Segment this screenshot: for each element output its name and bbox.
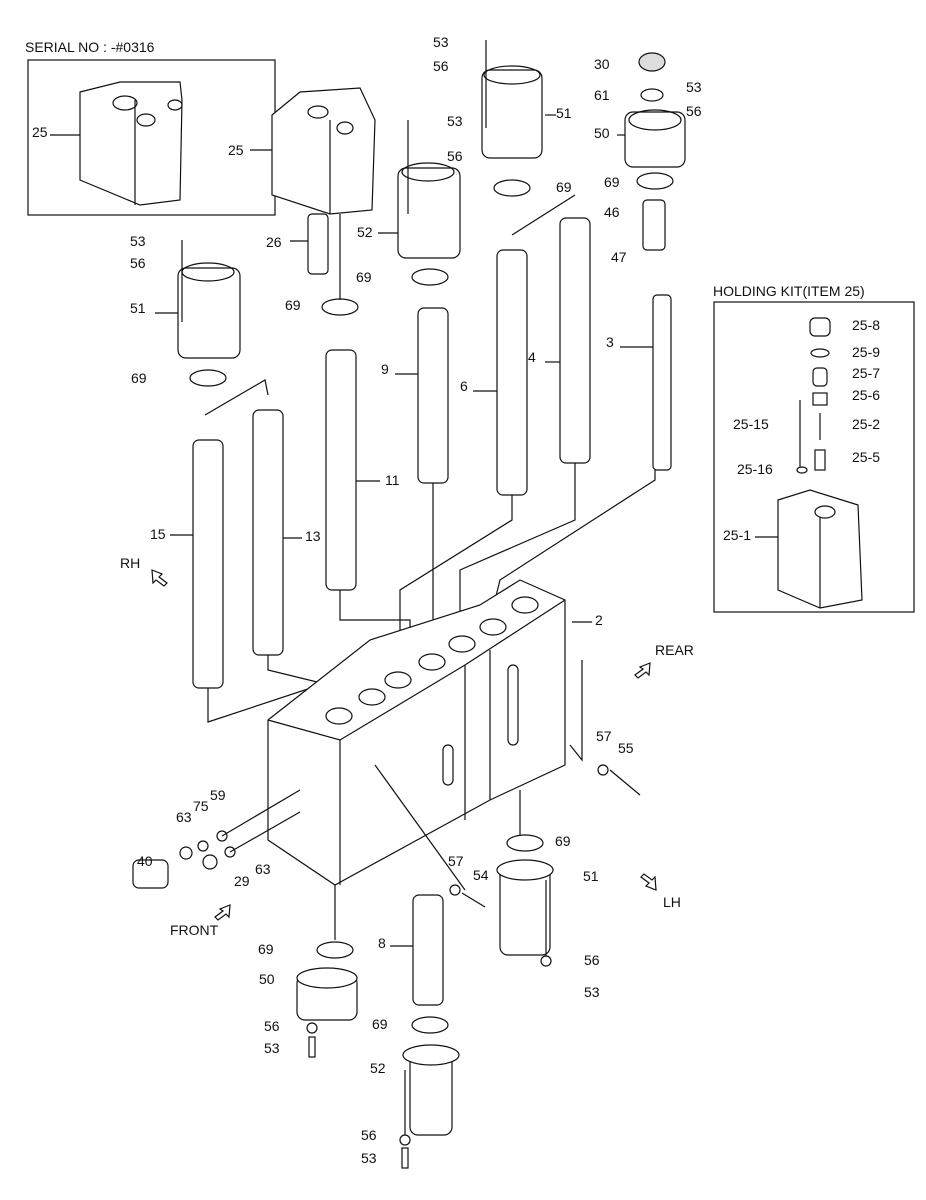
- part-callout: 53: [686, 79, 702, 95]
- part-callout: 51: [556, 105, 572, 121]
- part-callout: 56: [130, 255, 146, 271]
- part-callout: 4: [528, 349, 536, 365]
- part-callout: 53: [130, 233, 146, 249]
- part-callout: 56: [433, 58, 449, 74]
- part-callout: 40: [137, 853, 153, 869]
- part-callout: 53: [361, 1150, 377, 1166]
- part-callout: 69: [356, 269, 372, 285]
- part-callout: 25: [32, 124, 48, 140]
- valve-block-2: [267, 579, 592, 886]
- part-callout: 54: [473, 867, 489, 883]
- part-callout: 57: [448, 853, 464, 869]
- part-callout: 25-6: [852, 387, 881, 403]
- arrow-front-icon: [214, 904, 231, 921]
- inset-holding-valve: [50, 81, 183, 206]
- part-callout: 56: [447, 148, 463, 164]
- fasteners: [132, 660, 641, 908]
- direction-front: FRONT: [170, 922, 219, 938]
- spools: [192, 199, 672, 1006]
- part-callout: 25-5: [852, 449, 881, 465]
- part-callout: 25-16: [737, 461, 773, 477]
- part-callout: 50: [594, 125, 610, 141]
- part-callout: 3: [606, 334, 614, 350]
- part-callout: 56: [686, 103, 702, 119]
- part-callout: 69: [556, 179, 572, 195]
- part-callout: 53: [264, 1040, 280, 1056]
- part-callout: 6: [460, 378, 468, 394]
- part-callout: 51: [583, 868, 599, 884]
- arrow-rear-icon: [634, 662, 651, 679]
- part-callout: 75: [193, 798, 209, 814]
- part-callout: 69: [555, 833, 571, 849]
- part-callout: 53: [447, 113, 463, 129]
- part-callout: 25-8: [852, 317, 881, 333]
- part-callout: 69: [285, 297, 301, 313]
- part-callout: 53: [584, 984, 600, 1000]
- cover-52-mid: [378, 120, 461, 259]
- part-callout: 69: [258, 941, 274, 957]
- part-callout: 13: [305, 528, 321, 544]
- direction-arrows: [151, 569, 657, 921]
- part-callout: 11: [385, 472, 400, 488]
- part-callout: 63: [176, 809, 192, 825]
- cover-50-top: [617, 52, 686, 168]
- o-rings: [189, 172, 674, 1034]
- part-callout: 57: [596, 728, 612, 744]
- part-callout: 55: [618, 740, 634, 756]
- holding-kit-parts: [755, 317, 863, 609]
- part-callout: 69: [131, 370, 147, 386]
- direction-lh: LH: [663, 894, 681, 910]
- part-callout: 25-1: [723, 527, 752, 543]
- part-callout: 61: [594, 87, 610, 103]
- direction-rear: REAR: [655, 642, 694, 658]
- part-callout: 9: [381, 361, 389, 377]
- part-callout: 25-9: [852, 344, 881, 360]
- serial-number-title: SERIAL NO : -#0316: [25, 39, 155, 55]
- part-callout: 30: [594, 56, 610, 72]
- bottom-covers: [296, 790, 554, 1169]
- part-callout: 26: [266, 234, 282, 250]
- part-callout: 69: [604, 174, 620, 190]
- part-callout: 25-7: [852, 365, 881, 381]
- part-callout: 56: [584, 952, 600, 968]
- part-callout: 50: [259, 971, 275, 987]
- part-callout: 69: [372, 1016, 388, 1032]
- part-callout: 53: [433, 34, 449, 50]
- part-callout: 59: [210, 787, 226, 803]
- part-callout: 51: [130, 300, 146, 316]
- arrow-lh-icon: [640, 873, 657, 891]
- holding-valve-25: [250, 87, 376, 300]
- part-callout: 52: [357, 224, 373, 240]
- part-callout: 47: [611, 249, 627, 265]
- part-callout: 25-2: [852, 416, 881, 432]
- part-callout: 15: [150, 526, 166, 542]
- part-callout: 2: [595, 612, 603, 628]
- part-callout: 52: [370, 1060, 386, 1076]
- part-callout: 25: [228, 142, 244, 158]
- part-callout: 56: [264, 1018, 280, 1034]
- part-callout: 46: [604, 204, 620, 220]
- arrow-rh-icon: [151, 569, 168, 587]
- direction-rh: RH: [120, 555, 141, 571]
- part-callout: 56: [361, 1127, 377, 1143]
- cover-51-top: [481, 40, 556, 159]
- holding-kit-box: [713, 301, 915, 613]
- holding-kit-title: HOLDING KIT(ITEM 25): [713, 283, 865, 299]
- part-callout: 29: [234, 873, 250, 889]
- part-callout: 8: [378, 935, 386, 951]
- part-callout: 63: [255, 861, 271, 877]
- part-callout: 25-15: [733, 416, 769, 432]
- cover-51-left: [155, 240, 241, 359]
